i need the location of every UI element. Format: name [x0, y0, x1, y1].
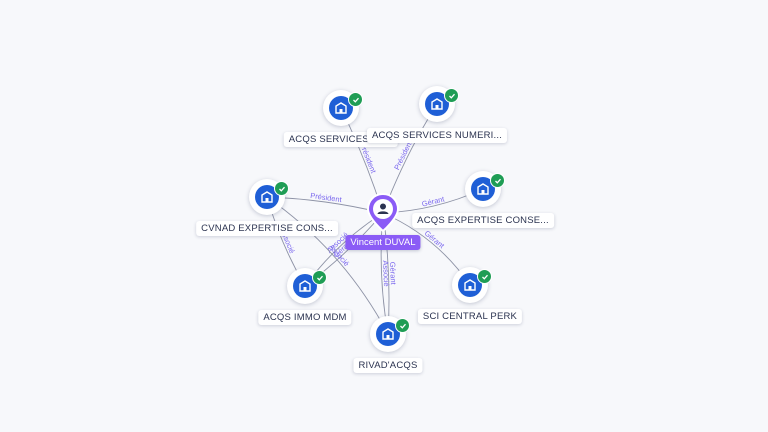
person-pin-icon [366, 193, 400, 233]
verified-check-icon [274, 181, 289, 196]
verified-check-icon [477, 269, 492, 284]
edge-label: Gérant [388, 262, 398, 286]
company-label[interactable]: SCI CENTRAL PERK [417, 309, 523, 324]
edge-label: Gérant [423, 229, 447, 251]
verified-check-icon [444, 88, 459, 103]
edge-label: Associé [381, 260, 391, 287]
verified-check-icon [348, 92, 363, 107]
person-label[interactable]: Vincent DUVAL [345, 235, 421, 250]
verified-check-icon [395, 318, 410, 333]
building-icon [382, 328, 394, 340]
verified-check-icon [490, 173, 505, 188]
company-label[interactable]: CVNAD EXPERTISE CONS... [196, 221, 338, 236]
company-label[interactable]: ACQS IMMO MDM [258, 310, 352, 325]
company-label[interactable]: RIVAD'ACQS [353, 358, 423, 373]
building-icon [299, 280, 311, 292]
edge-label: Président [310, 191, 344, 204]
company-label[interactable]: ACQS SERVICES NUMERI... [366, 128, 508, 143]
building-icon [335, 102, 347, 114]
verified-check-icon [312, 270, 327, 285]
building-icon [261, 191, 273, 203]
relationship-edge [266, 196, 389, 335]
building-icon [431, 98, 443, 110]
building-icon [464, 279, 476, 291]
company-label[interactable]: ACQS EXPERTISE CONSE... [412, 213, 554, 228]
building-icon [477, 183, 489, 195]
company-bubble[interactable] [249, 179, 285, 215]
